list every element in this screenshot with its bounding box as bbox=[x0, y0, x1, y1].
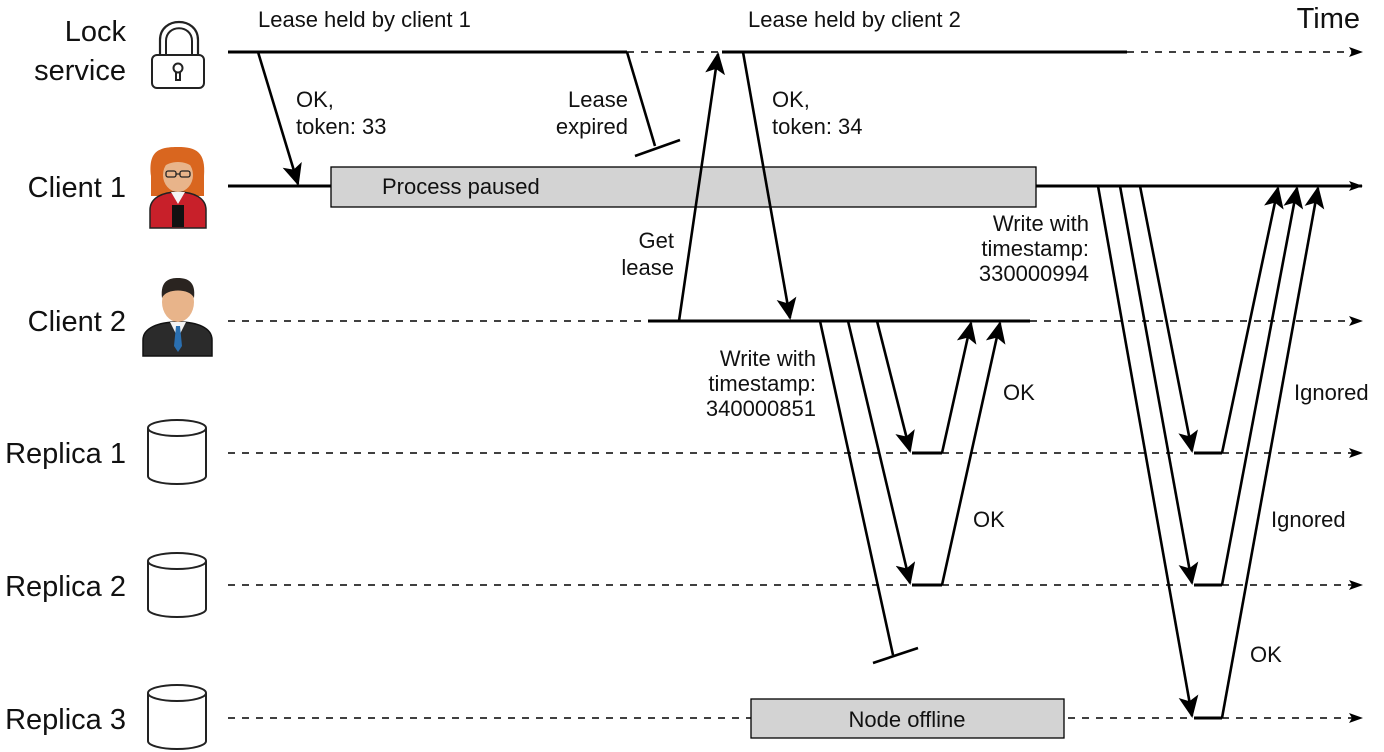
lease-expiry-line bbox=[625, 51, 657, 147]
lane-label-client-1: Client 1 bbox=[28, 172, 126, 204]
note-ok-replica3: OK bbox=[1250, 642, 1282, 667]
lane-label-replica-3: Replica 3 bbox=[5, 704, 126, 736]
note-ok-replica2: OK bbox=[973, 507, 1005, 532]
arrow-replica3-ok-client1 bbox=[1220, 186, 1325, 719]
lane-label-client-2: Client 2 bbox=[28, 306, 126, 338]
arrow-replica1-ok-client2 bbox=[940, 321, 977, 454]
arrow-ok-token-33 bbox=[256, 51, 302, 186]
time-axis-label: Time bbox=[1297, 3, 1360, 35]
node-offline-box: Node offline bbox=[750, 698, 1065, 739]
padlock-icon bbox=[151, 20, 205, 89]
database-cylinder-icon bbox=[147, 552, 207, 618]
note-ok-token-33: OK,token: 33 bbox=[296, 87, 387, 139]
lane-label-replica-2: Replica 2 bbox=[5, 571, 126, 603]
lease-expired-cross bbox=[634, 138, 681, 158]
arrow-client2-write-replica2 bbox=[846, 320, 916, 585]
note-ignored-replica2: Ignored bbox=[1271, 507, 1346, 532]
process-paused-box: Process paused bbox=[330, 166, 1037, 208]
arrow-replica1-ignored-client1 bbox=[1220, 186, 1284, 454]
note-ignored-replica1: Ignored bbox=[1294, 380, 1369, 405]
lane-label-replica-1: Replica 1 bbox=[5, 438, 126, 470]
arrow-client2-write-replica1 bbox=[875, 320, 915, 453]
process-paused-label: Process paused bbox=[382, 174, 540, 199]
database-cylinder-icon bbox=[147, 684, 207, 750]
lost-message-cross bbox=[872, 646, 919, 665]
woman-avatar-icon bbox=[149, 147, 207, 229]
note-ok-token-34: OK,token: 34 bbox=[772, 87, 863, 139]
man-avatar-icon bbox=[142, 278, 213, 357]
note-lease-held-client2: Lease held by client 2 bbox=[748, 7, 961, 32]
arrow-client1-write-replica1 bbox=[1138, 185, 1198, 453]
node-offline-label: Node offline bbox=[848, 707, 965, 732]
arrow-replica2-ignored-client1 bbox=[1220, 186, 1304, 586]
arrow-client2-write-replica3-lost bbox=[818, 320, 895, 656]
arrow-replica2-ok-client2 bbox=[940, 321, 1006, 586]
arrow-client1-write-replica2 bbox=[1118, 185, 1199, 585]
arrow-client1-write-replica3 bbox=[1096, 185, 1199, 718]
arrow-get-lease bbox=[677, 52, 726, 322]
note-lease-held-client1: Lease held by client 1 bbox=[258, 7, 471, 32]
database-cylinder-icon bbox=[147, 419, 207, 485]
arrow-ok-token-34 bbox=[741, 51, 797, 320]
note-ok-replica1: OK bbox=[1003, 380, 1035, 405]
